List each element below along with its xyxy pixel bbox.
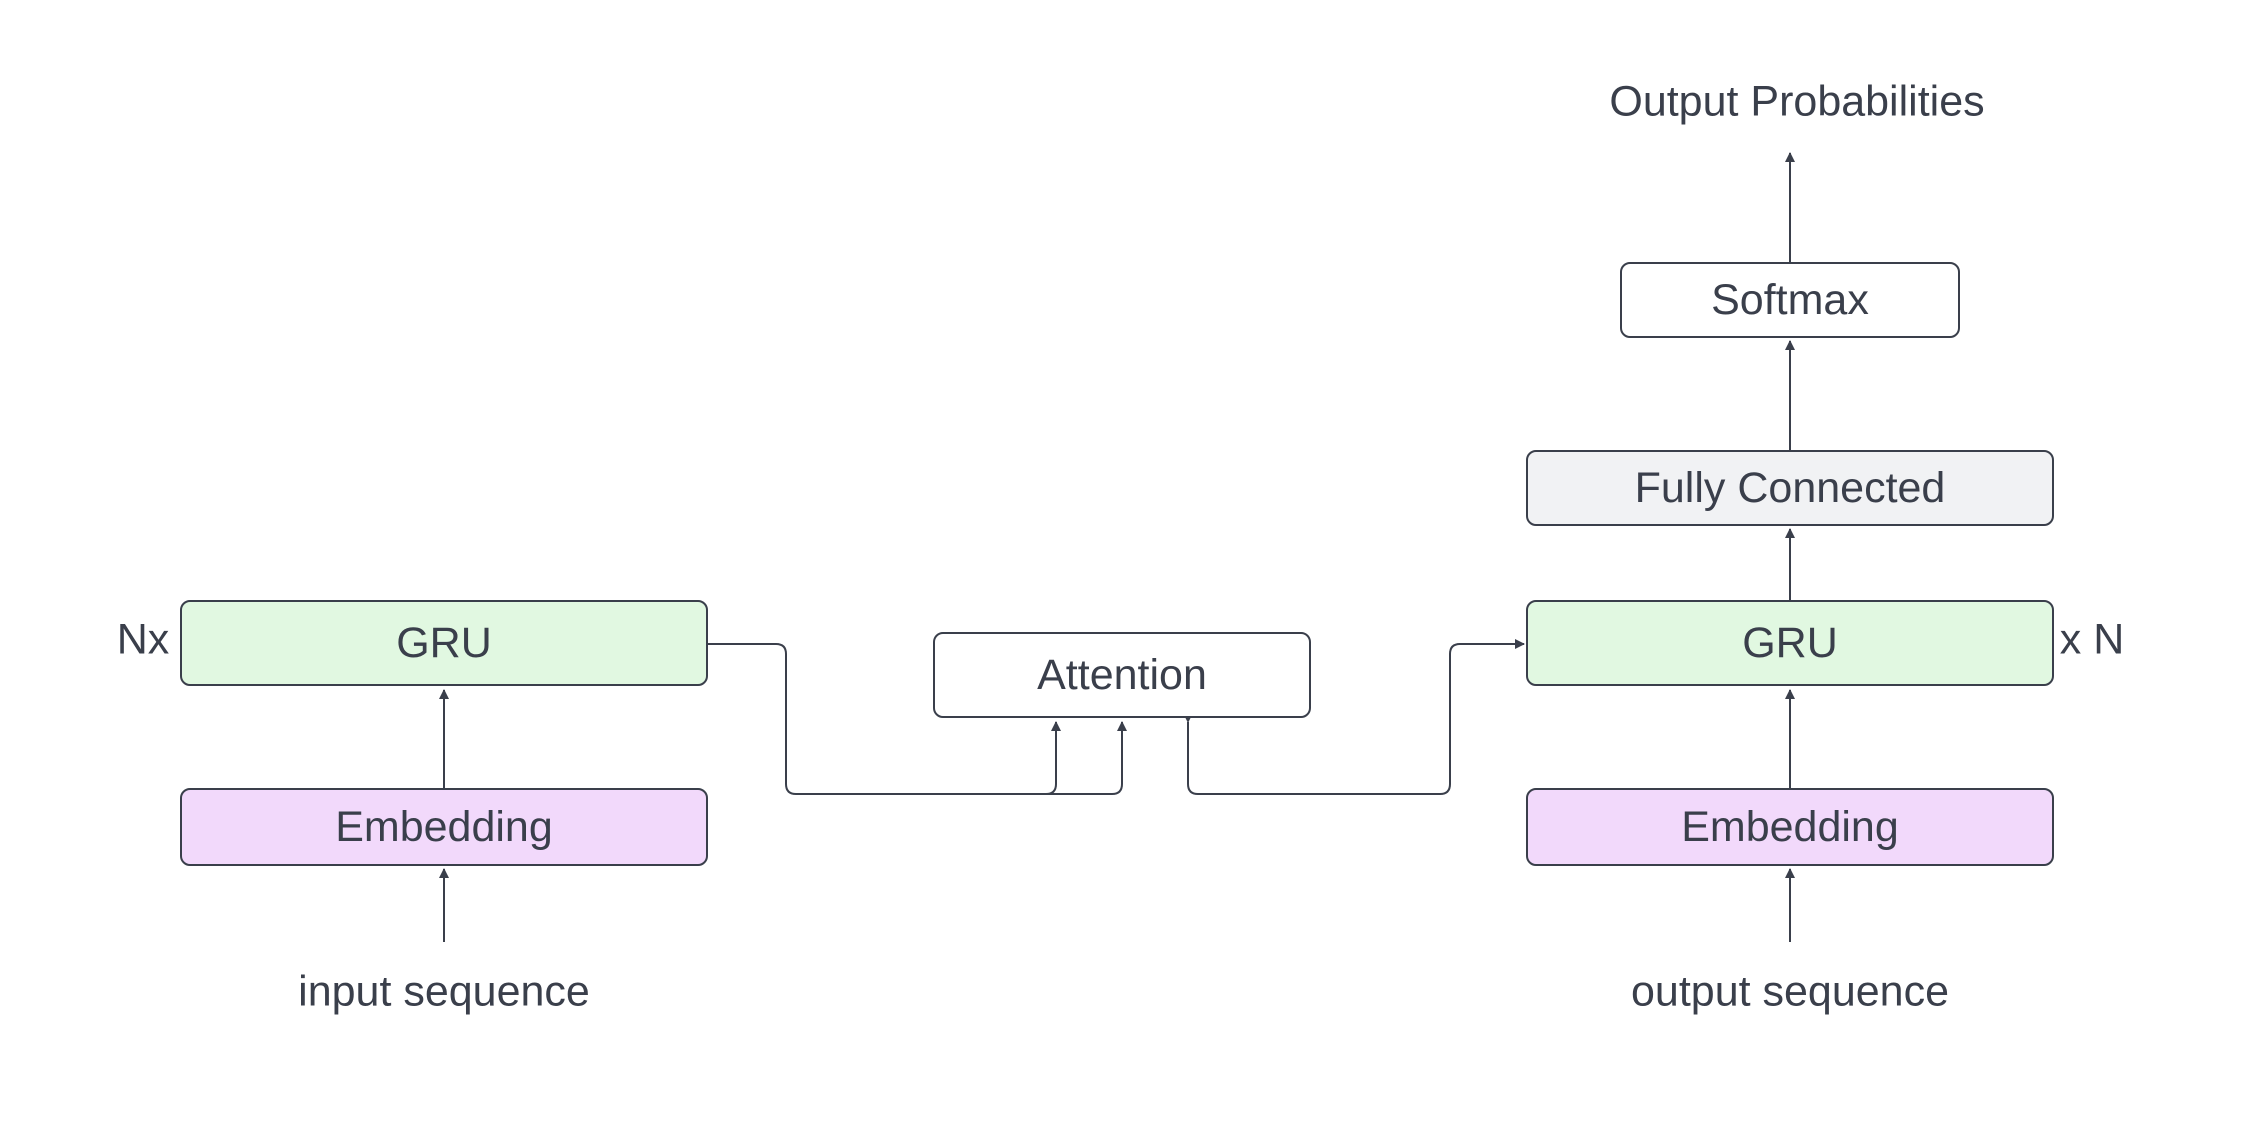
- output-sequence-label: output sequence: [1631, 967, 1949, 1016]
- output-probabilities-label: Output Probabilities: [1609, 77, 1985, 126]
- fully-connected-label: Fully Connected: [1634, 463, 1946, 512]
- fully-connected-block: Fully Connected: [1526, 450, 2054, 526]
- attention-block: Attention: [933, 632, 1311, 718]
- decoder-repeat-label: x N: [2059, 615, 2125, 664]
- encoder-repeat-label: Nx: [116, 615, 170, 664]
- softmax-block: Softmax: [1620, 262, 1960, 338]
- softmax-label: Softmax: [1711, 275, 1869, 324]
- decoder-embedding-label: Embedding: [1681, 802, 1899, 851]
- encoder-gru-block: GRU: [180, 600, 708, 686]
- encoder-embedding-block: Embedding: [180, 788, 708, 866]
- connector-attention-to-dec-gru: [1183, 639, 1525, 795]
- connector-enc-gru-to-attention-1: [708, 643, 1061, 795]
- attention-label: Attention: [1037, 650, 1207, 699]
- input-sequence-label: input sequence: [298, 967, 590, 1016]
- decoder-gru-block: GRU: [1526, 600, 2054, 686]
- decoder-embedding-block: Embedding: [1526, 788, 2054, 866]
- connector-enc-gru-to-attention-2: [1046, 721, 1127, 795]
- decoder-gru-label: GRU: [1742, 618, 1838, 667]
- encoder-gru-label: GRU: [396, 618, 492, 667]
- encoder-embedding-label: Embedding: [335, 802, 553, 851]
